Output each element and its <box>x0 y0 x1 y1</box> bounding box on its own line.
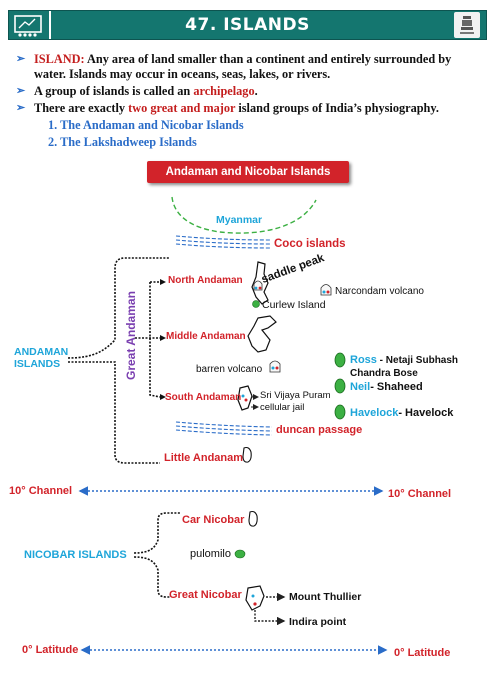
sub-item-andaman-nicobar: 1. The Andaman and Nicobar Islands <box>48 118 244 132</box>
term-archipelago: archipelago <box>193 84 255 98</box>
middle-andaman-island <box>247 315 277 353</box>
label-north-andaman: North Andaman <box>168 275 243 286</box>
great-nicobar-island <box>245 585 265 611</box>
header-divider <box>49 11 51 39</box>
label-narcondam-volcano: Narcondam volcano <box>335 286 424 297</box>
label-indira-point: Indira point <box>289 616 347 628</box>
bullet-arrow-icon: ➢ <box>16 102 26 114</box>
page-header: 47. ISLANDS <box>8 10 487 40</box>
label-curlew-island: Curlew Island <box>262 299 326 311</box>
leaf-icon <box>334 352 346 368</box>
duncan-water-lines <box>175 421 273 436</box>
label-cellular-jail: Sri Vijaya Puram cellular jail <box>260 390 331 413</box>
label-great-nicobar: Great Nicobar <box>169 589 242 601</box>
curlew-leaf-icon <box>252 300 260 308</box>
label-havelock: Havelock <box>350 407 399 419</box>
pin-icon <box>251 594 257 606</box>
intro-bullets: ➢ ISLAND: Any area of land smaller than … <box>16 52 476 152</box>
coco-water-lines <box>175 235 271 249</box>
label-south-andaman: South Andaman <box>165 392 242 403</box>
label-pulomilo: pulomilo <box>190 548 231 560</box>
term-island: ISLAND: <box>34 52 85 66</box>
leaf-icon <box>334 378 346 394</box>
pin-icon <box>253 280 263 291</box>
label-duncan-passage: duncan passage <box>276 424 363 436</box>
sub-item-lakshadweep: 2. The Lakshadweep Islands <box>48 135 197 149</box>
bullet-arrow-icon: ➢ <box>16 53 26 65</box>
section-banner: Andaman and Nicobar Islands <box>147 161 349 183</box>
pulomilo-leaf-icon <box>234 549 246 559</box>
south-andaman-island <box>237 385 253 411</box>
label-coco-islands: Coco islands <box>274 238 346 250</box>
pin-icon <box>269 360 281 373</box>
havelock-entry: Havelock- Havelock <box>350 407 453 419</box>
island-definition-text: Any area of land smaller than a continen… <box>34 52 452 81</box>
national-emblem-icon <box>454 12 480 38</box>
label-zero-latitude-right: 0° Latitude <box>394 647 451 659</box>
bullet-arrow-icon: ➢ <box>16 85 26 97</box>
label-car-nicobar: Car Nicobar <box>182 514 245 526</box>
label-neil: Neil <box>350 381 371 393</box>
label-mount-thullier: Mount Thullier <box>289 591 362 603</box>
little-andaman-island <box>242 446 252 463</box>
bullet-archipelago: ➢ A group of islands is called an archip… <box>16 84 476 99</box>
car-nicobar-island <box>248 510 258 527</box>
label-barren-volcano: barren volcano <box>196 364 263 375</box>
groups-text-post: island groups of India’s physiography. <box>235 101 439 115</box>
leaf-icon <box>334 404 346 420</box>
bullet-island-groups: ➢ There are exactly two great and major … <box>16 101 476 116</box>
label-havelock-desc: - Havelock <box>398 407 454 419</box>
bullet-island-definition: ➢ ISLAND: Any area of land smaller than … <box>16 52 476 82</box>
archipelago-period: . <box>254 84 258 98</box>
label-great-andaman: Great Andaman <box>124 291 138 380</box>
pin-icon <box>320 284 332 296</box>
groups-text-pre: There are exactly <box>34 101 129 115</box>
label-myanmar: Myanmar <box>216 214 263 226</box>
archipelago-text: A group of islands is called an <box>34 84 194 98</box>
ross-entry: Ross - Netaji Subhash Chandra Bose <box>350 354 462 380</box>
page-title: 47. ISLANDS <box>185 15 310 35</box>
label-middle-andaman: Middle Andaman <box>166 331 246 342</box>
label-ross-desc: - Netaji Subhash Chandra Bose <box>350 355 459 379</box>
classroom-icon <box>13 14 45 38</box>
label-ten-degree-channel-left: 10° Channel <box>9 485 73 497</box>
label-zero-latitude-left: 0° Latitude <box>22 644 79 656</box>
label-neil-desc: - Shaheed <box>370 381 423 393</box>
pin-icon <box>241 394 248 402</box>
label-nicobar-islands: NICOBAR ISLANDS <box>24 549 127 561</box>
label-ross: Ross <box>350 354 377 366</box>
myanmar-coastline <box>171 196 317 234</box>
label-little-andaman: Little Andanam <box>164 452 244 464</box>
label-ten-degree-channel-right: 10° Channel <box>388 488 452 500</box>
label-andaman-islands: ANDAMAN ISLANDS <box>14 346 69 370</box>
neil-entry: Neil- Shaheed <box>350 381 423 393</box>
term-two-groups: two great and major <box>128 101 236 115</box>
